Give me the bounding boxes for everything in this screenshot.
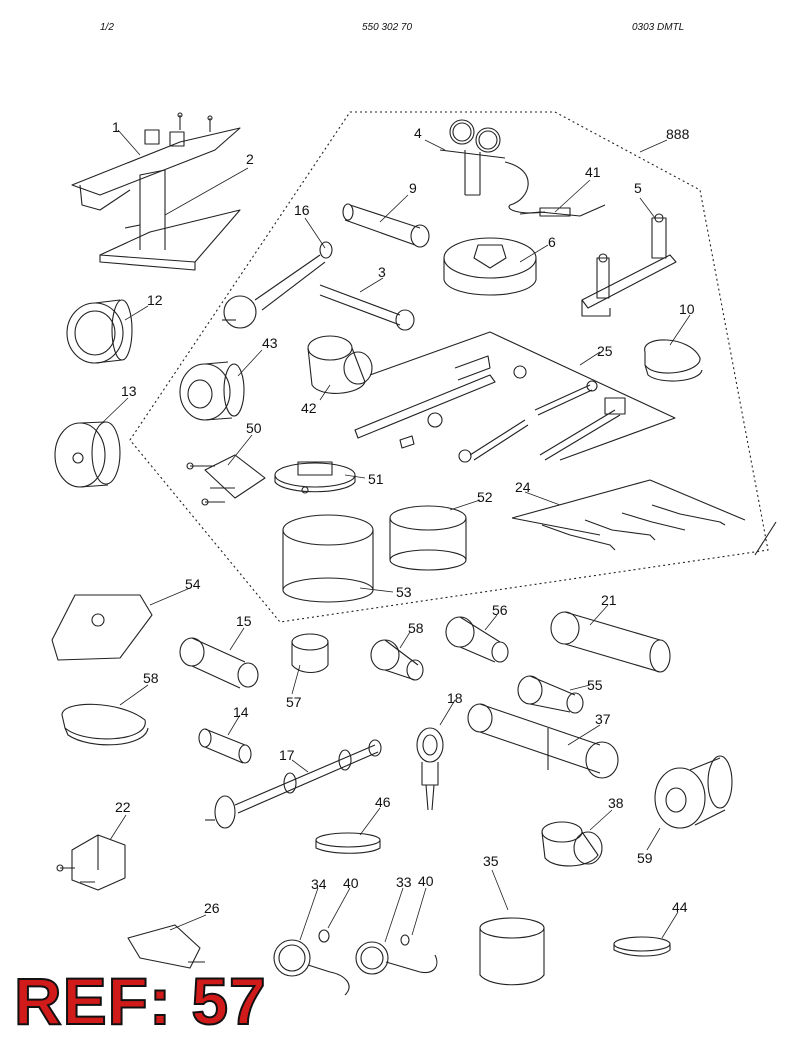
callout-44: 44 [672,899,688,915]
callout-2: 2 [246,151,254,167]
subkit-25-bracket [369,331,676,461]
callout-43: 43 [262,335,278,351]
callout-35: 35 [483,853,499,869]
ring-52 [389,505,467,571]
block-22 [56,834,126,891]
flange-plate-54 [51,594,153,661]
pulley-13 [54,421,121,488]
callout-34: 34 [311,876,327,892]
callout-21: 21 [601,592,617,608]
reference-label: REF: 57 [13,964,267,1038]
stud-58 [370,639,424,681]
pin-3 [319,284,415,331]
callout-10: 10 [679,301,695,317]
kit-boundary [129,111,769,623]
callout-56: 56 [492,602,508,618]
callout-25: 25 [597,343,613,359]
callout-26: 26 [204,900,220,916]
engine-stand-1-2 [71,112,241,271]
o-rings-40 [318,929,410,946]
bracket-5 [581,213,677,317]
gauge-34 [273,939,350,996]
flange-51 [274,461,356,494]
callout-55: 55 [587,677,603,693]
rod-17 [205,739,382,829]
edge-mark [754,521,777,556]
callout-40: 40 [343,875,359,891]
stud-55 [517,675,584,714]
subkit-24-bracket [511,479,746,536]
callout-54: 54 [185,576,201,592]
gauge-33 [355,941,438,975]
stud-15 [179,637,259,689]
callout-22: 22 [115,799,131,815]
long-rod-16 [222,241,333,329]
callout-41: 41 [585,164,601,180]
callout-1: 1 [112,119,120,135]
callout-42: 42 [301,400,317,416]
callout-58b: 58 [143,670,159,686]
ring-53 [282,514,374,603]
callout-16: 16 [294,202,310,218]
bushing-42 [307,335,373,394]
callout-59: 59 [637,850,653,866]
callout-53: 53 [396,584,412,600]
callout-4: 4 [414,125,422,141]
cylinder-9 [342,203,430,248]
callout-33: 33 [396,874,412,890]
stud-56 [445,616,509,663]
tool-set-25 [354,355,626,463]
callout-5: 5 [634,180,642,196]
leader-lines [99,129,691,943]
part-number: 550 302 70 [362,22,413,33]
pulley-12 [66,299,133,364]
screwdriver-set-24 [541,504,726,551]
callout-58: 58 [408,620,424,636]
pressure-regulator-4 [439,119,546,214]
cylinder-21 [550,611,671,673]
page-indicator: 1/2 [100,22,114,33]
callout-17: 17 [279,747,295,763]
callout-14: 14 [233,704,249,720]
cup-35 [479,917,545,986]
hose-41 [519,204,606,217]
callout-12: 12 [147,292,163,308]
callout-46: 46 [375,794,391,810]
callout-15: 15 [236,613,252,629]
callout-40b: 40 [418,873,434,889]
callout-57: 57 [286,694,302,710]
callout-3: 3 [378,264,386,280]
callout-labels: 1 2 4 888 9 41 5 16 6 3 12 10 43 25 42 1… [112,119,695,916]
callout-24: 24 [515,479,531,495]
callout-38: 38 [608,795,624,811]
tube-37 [467,703,619,779]
sleeve-38 [541,821,603,867]
eye-bolt-18 [416,727,444,811]
callout-13: 13 [121,383,137,399]
adapter-59 [654,755,733,829]
cap-44 [613,936,671,957]
callout-51: 51 [368,471,384,487]
callout-6: 6 [548,234,556,250]
oval-pad-58 [61,703,149,746]
callout-37: 37 [595,711,611,727]
ring-46 [315,832,381,854]
hex-bar-26 [127,924,205,969]
document-code: 0303 DMTL [632,22,685,33]
pin-14 [198,728,252,764]
callout-888: 888 [666,126,690,142]
callout-52: 52 [477,489,493,505]
sleeve-43 [179,361,245,421]
callout-18: 18 [447,690,463,706]
callout-9: 9 [409,180,417,196]
callout-50: 50 [246,420,262,436]
puller-plate-6 [443,237,537,296]
stud-plate-50 [186,454,266,506]
pad-10 [644,339,703,382]
split-bushing-57 [291,633,329,674]
